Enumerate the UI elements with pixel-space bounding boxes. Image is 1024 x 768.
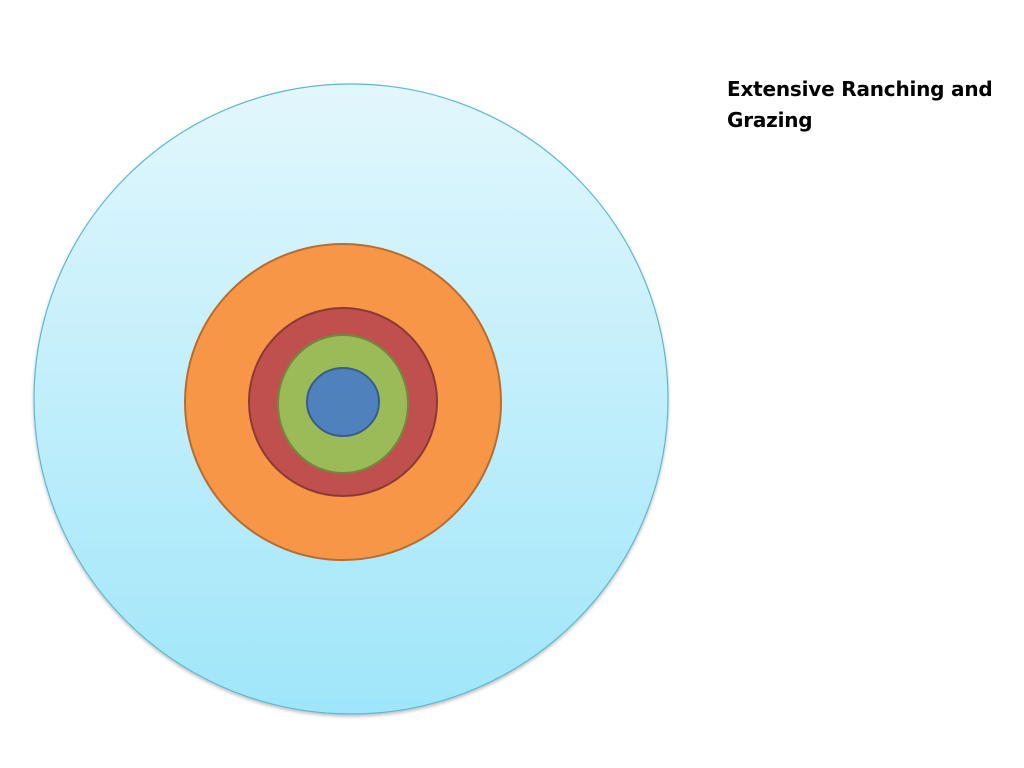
blue-core-circle	[306, 367, 380, 437]
zone-label: Extensive Ranching and Grazing	[727, 77, 993, 132]
